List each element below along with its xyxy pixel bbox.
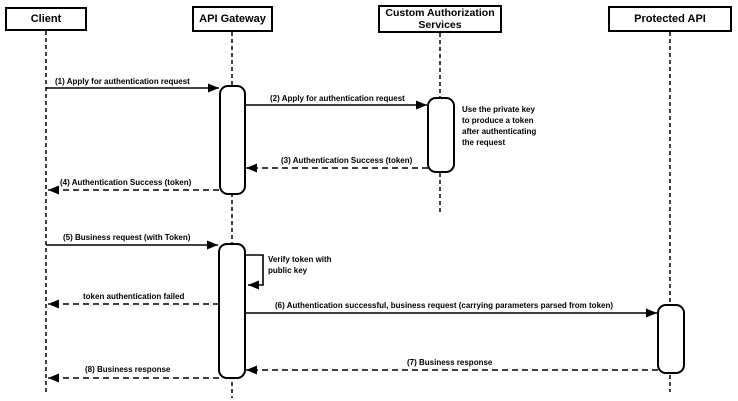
activation-protected-api [657,304,685,374]
message-label-8: (8) Business response [85,365,171,374]
message-label-3: (3) Authentication Success (token) [281,156,413,165]
participant-client: Client [5,7,87,31]
activation-api-gateway-2 [218,243,246,379]
message-label-7: (7) Business response [407,358,493,367]
message-label-5: (5) Business request (with Token) [63,233,191,242]
participant-protected-api: Protected API [608,6,732,32]
message-label-verify-token: Verify token with public key [268,255,332,275]
note-private-key: Use the private key to produce a token a… [462,105,537,147]
activation-custom-authorization-services [427,97,455,173]
activation-api-gateway-1 [219,85,246,195]
message-label-1: (1) Apply for authentication request [55,77,190,86]
message-label-2: (2) Apply for authentication request [270,94,405,103]
participant-custom-authorization-services: Custom Authorization Services [378,5,502,33]
message-label-token-failed: token authentication failed [83,292,185,301]
arrow-self-message-verify-token [245,254,264,290]
participant-api-gateway: API Gateway [192,6,273,32]
message-label-6: (6) Authentication successful, business … [275,301,614,310]
message-label-4: (4) Authentication Success (token) [60,178,192,187]
